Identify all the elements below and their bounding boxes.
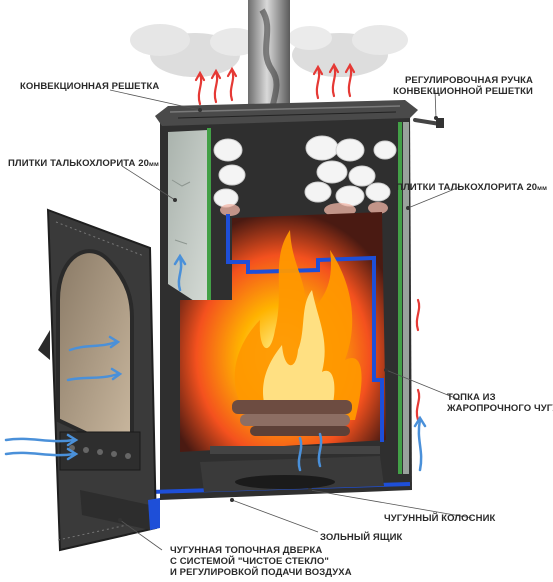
label-firebox-line2: ЖАРОПРОЧНОГО ЧУГУНА [447,403,553,414]
label-adjust-handle: РЕГУЛИРОВОЧНАЯ РУЧКА КОНВЕКЦИОННОЙ РЕШЕТ… [393,75,533,97]
label-unit-mm-left: мм [149,161,159,168]
label-talc-tiles-left-text: ПЛИТКИ ТАЛЬКОХЛОРИТА 20 [8,158,150,169]
label-door-line3: И РЕГУЛИРОВКОЙ ПОДАЧИ ВОЗДУХА [170,567,352,578]
label-ash-box: ЗОЛЬНЫЙ ЯЩИК [320,532,403,543]
label-talc-tiles-right: ПЛИТКИ ТАЛЬКОХЛОРИТА 20мм [396,182,547,194]
door-handle [38,330,50,360]
label-door-line1: ЧУГУННАЯ ТОПОЧНАЯ ДВЕРКА [170,545,323,556]
label-adjust-handle-line2: КОНВЕКЦИОННОЙ РЕШЕТКИ [393,86,533,97]
label-convection-grate: КОНВЕКЦИОННАЯ РЕШЕТКА [20,81,160,92]
firewood [232,400,352,436]
label-unit-mm-right: мм [537,185,547,192]
callout-lines [109,89,473,551]
label-door-line2: С СИСТЕМОЙ "ЧИСТОЕ СТЕКЛО" [170,556,330,567]
steam-cloud [130,24,408,77]
hot-air-arrows [194,62,421,422]
door-glass [56,249,134,459]
insulation-line [226,214,384,442]
cold-air-arrows [4,253,427,472]
adjust-handle [413,118,442,126]
talc-tiles-left [168,130,208,310]
label-talc-tiles-left: ПЛИТКИ ТАЛЬКОХЛОРИТА 20мм [8,158,159,170]
label-talc-tiles-right-text: ПЛИТКИ ТАЛЬКОХЛОРИТА 20 [396,182,538,193]
label-firebox-line1: ТОПКА ИЗ [447,392,496,403]
label-door: ЧУГУННАЯ ТОПОЧНАЯ ДВЕРКА С СИСТЕМОЙ "ЧИС… [170,545,352,578]
label-firebox: ТОПКА ИЗ ЖАРОПРОЧНОГО ЧУГУНА [447,392,553,414]
label-grate: ЧУГУННЫЙ КОЛОСНИК [384,513,496,524]
label-adjust-handle-line1: РЕГУЛИРОВОЧНАЯ РУЧКА [404,75,533,86]
talc-tiles-right [398,122,402,474]
flame [234,230,362,420]
grate [210,446,380,454]
sauna-stones [213,135,397,208]
